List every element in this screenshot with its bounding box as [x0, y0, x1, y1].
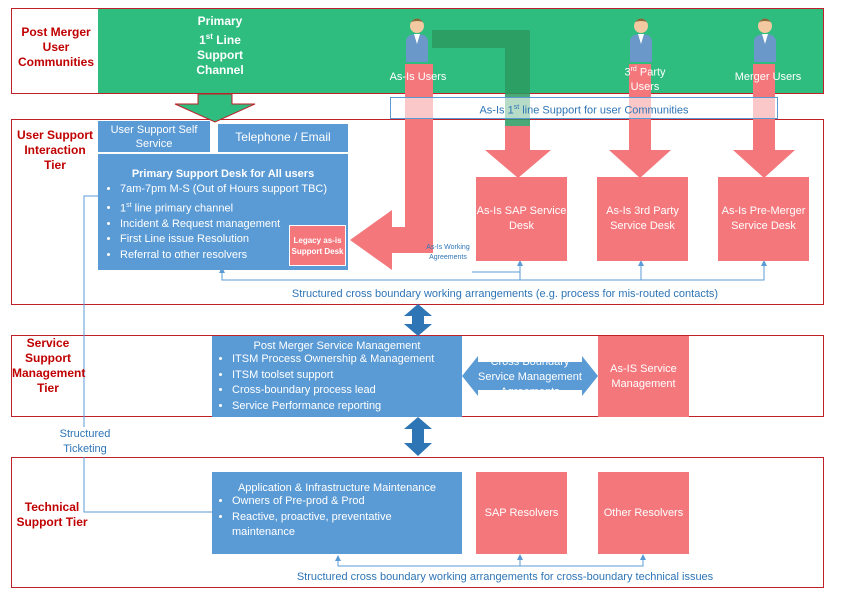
tier-label-service-support: Service Support Management Tier	[12, 336, 86, 395]
list-item: Incident & Request management	[120, 217, 348, 233]
cross-boundary-note-lower: Structured cross boundary working arrang…	[296, 571, 714, 583]
self-service-tab[interactable]: User Support Self Service	[98, 121, 210, 152]
third-party-users-icon	[630, 18, 652, 62]
list-item: Service Performance reporting	[232, 399, 462, 415]
primary-desk-bullets: 7am-7pm M-S (Out of Hours support TBC) 1…	[98, 182, 348, 263]
as-is-users-icon	[406, 18, 428, 62]
app-infra-maintenance[interactable]: Application & Infrastructure Maintenance…	[212, 472, 462, 554]
app-infra-title: Application & Infrastructure Maintenance	[237, 482, 437, 494]
primary-channel-label: Primary 1st Line Support Channel	[196, 14, 244, 77]
user-communities-band	[98, 9, 823, 93]
list-item: ITSM toolset support	[232, 368, 462, 384]
list-item: Reactive, proactive, preventative mainte…	[232, 510, 392, 541]
tier-link-arrow-upper	[404, 304, 432, 336]
as-is-third-party-desk[interactable]: As-Is 3rd Party Service Desk	[597, 177, 688, 261]
as-is-service-management[interactable]: As-IS Service Management	[598, 336, 689, 417]
cross-boundary-note-upper: Structured cross boundary working arrang…	[291, 288, 719, 300]
merger-users-icon	[754, 18, 776, 62]
cross-boundary-arrow	[462, 356, 598, 396]
tier-label-user-support: User Support Interaction Tier	[16, 128, 93, 172]
tier-label-technical: Technical Support Tier	[16, 500, 88, 529]
as-is-to-sap-arrow	[485, 126, 551, 178]
sap-resolvers[interactable]: SAP Resolvers	[476, 472, 567, 554]
primary-channel-arrow	[174, 93, 256, 123]
structured-ticketing-line	[83, 195, 212, 513]
list-item: Referral to other resolvers	[120, 248, 348, 264]
tier-frame-technical	[11, 457, 824, 588]
as-is-sap-desk[interactable]: As-Is SAP Service Desk	[476, 177, 567, 261]
as-is-users-label: As-Is Users	[389, 71, 447, 83]
structured-ticketing-label: Structured Ticketing	[50, 427, 120, 457]
other-resolvers[interactable]: Other Resolvers	[598, 472, 689, 554]
as-is-support-banner: As-Is 1st line Support for user Communit…	[390, 97, 778, 119]
third-party-users-label: 3rd Party Users	[624, 66, 666, 93]
list-item: ITSM Process Ownership & Management	[232, 352, 462, 368]
list-item: First Line issue Resolution	[120, 232, 348, 248]
primary-support-desk[interactable]: Primary Support Desk for All users 7am-7…	[98, 154, 348, 270]
as-is-users-to-legacy-arrow	[350, 64, 433, 270]
as-is-green-route	[432, 30, 530, 150]
list-item: Owners of Pre-prod & Prod	[232, 494, 462, 510]
as-is-pre-merger-desk[interactable]: As-Is Pre-Merger Service Desk	[718, 177, 809, 261]
post-merger-service-management[interactable]: Post Merger Service Management ITSM Proc…	[212, 336, 462, 417]
tier-link-arrow-lower	[404, 417, 432, 456]
list-item: Cross-boundary process lead	[232, 383, 462, 399]
service-mgmt-bullets: ITSM Process Ownership & Management ITSM…	[212, 352, 462, 414]
cross-boundary-agreements-label: Cross Boundary Service Management Agreem…	[478, 356, 582, 398]
tier-label-post-merger: Post Merger User Communities	[17, 25, 94, 69]
as-is-working-agreements: As-Is Working Agreements	[426, 244, 470, 261]
service-mgmt-title: Post Merger Service Management	[253, 340, 421, 352]
cross-boundary-connector-upper	[221, 262, 765, 281]
list-item: 1st line primary channel	[120, 198, 348, 217]
merger-users-label: Merger Users	[734, 71, 802, 83]
third-party-to-desk-arrow	[609, 64, 671, 178]
telephone-email-tab[interactable]: Telephone / Email	[218, 124, 348, 152]
cross-boundary-connector-lower	[337, 556, 644, 567]
list-item: 7am-7pm M-S (Out of Hours support TBC)	[120, 182, 348, 198]
app-infra-bullets: Owners of Pre-prod & Prod Reactive, proa…	[212, 494, 462, 541]
merger-to-desk-arrow	[733, 64, 795, 178]
legacy-support-desk[interactable]: Legacy as-is Support Desk	[289, 225, 346, 266]
primary-desk-title: Primary Support Desk for All users	[131, 168, 315, 180]
